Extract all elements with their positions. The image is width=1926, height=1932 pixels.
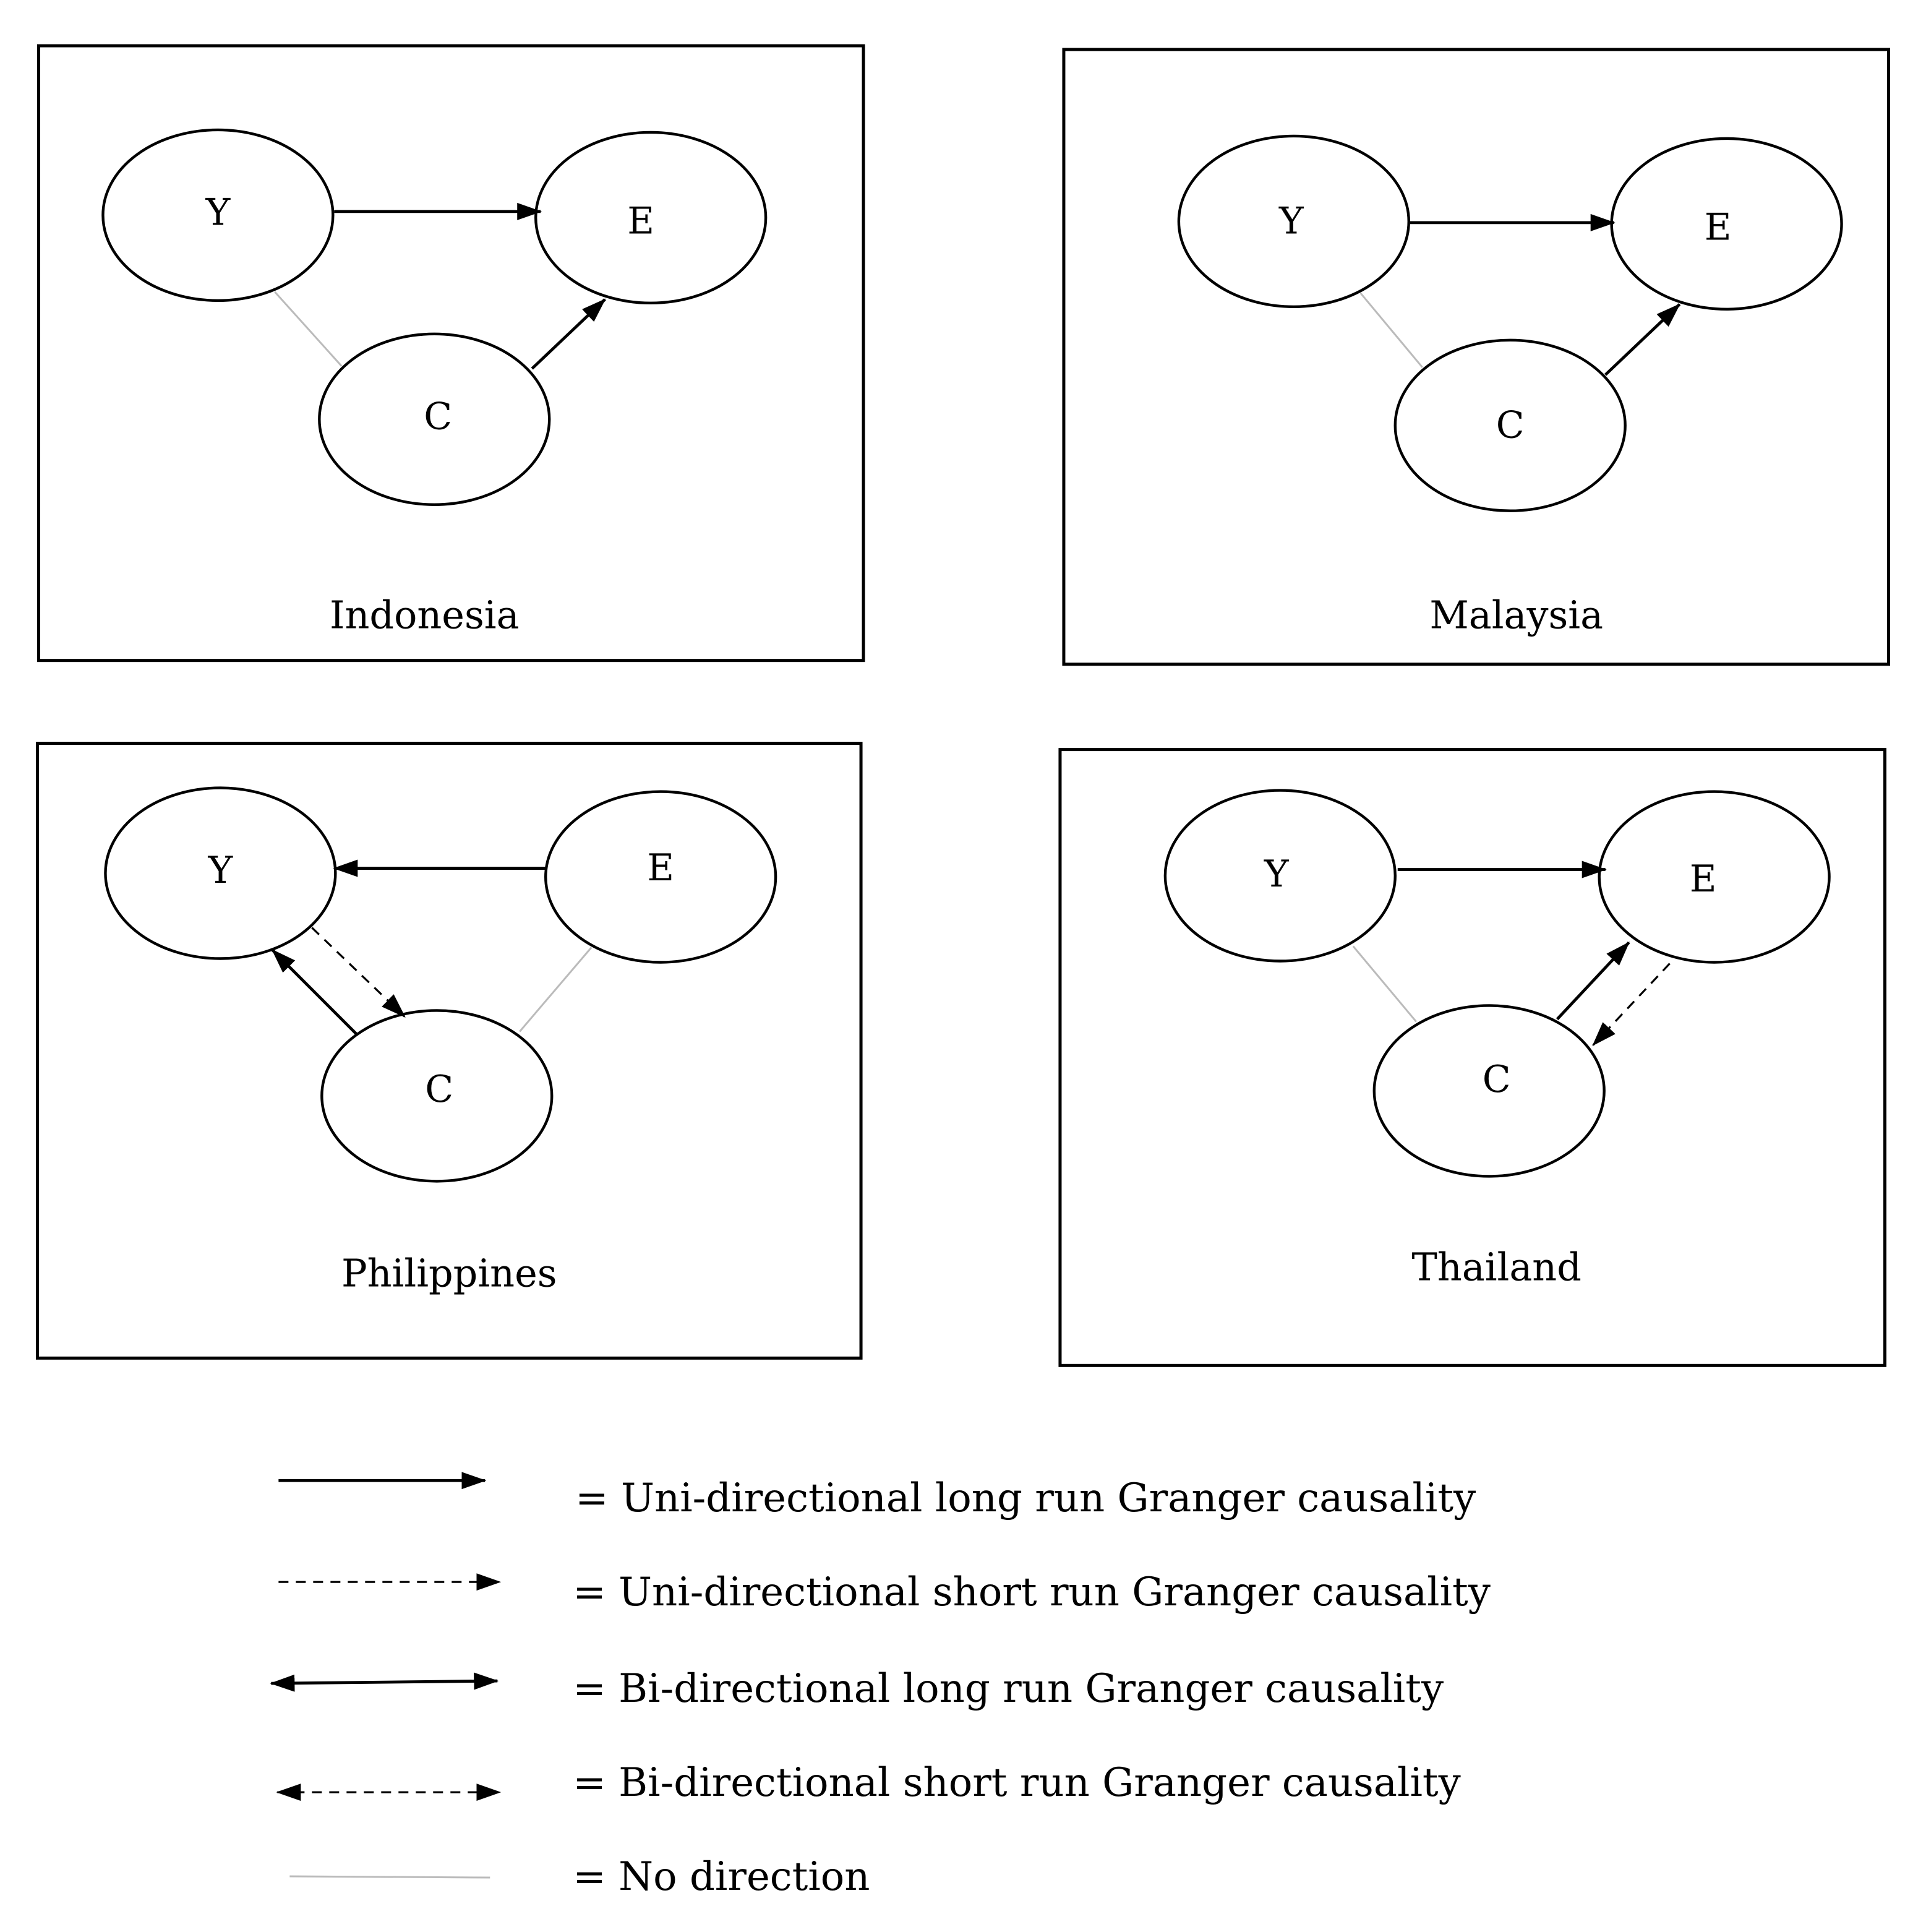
panel-malaysia: Y E C Malaysia xyxy=(1062,48,1891,666)
legend-label-no-direction: = No direction xyxy=(573,1854,870,1900)
legend: = Uni-directional long run Granger causa… xyxy=(270,1472,1491,1900)
node-y-label: Y xyxy=(208,849,234,892)
panel-thailand: Y E C Thailand xyxy=(1058,748,1887,1367)
edge-y-c-no-direction xyxy=(1352,945,1417,1023)
node-c-label: C xyxy=(1496,403,1525,447)
legend-label-uni-long: = Uni-directional long run Granger causa… xyxy=(575,1475,1476,1521)
node-e-label: E xyxy=(627,199,654,243)
node-c xyxy=(320,1009,554,1183)
edge-e-to-c-short-run xyxy=(1592,963,1671,1046)
legend-symbol-no-direction xyxy=(289,1875,490,1879)
node-y-label: Y xyxy=(205,191,231,234)
panel-frame xyxy=(36,44,865,663)
legend-label-bi-long: = Bi-directional long run Granger causal… xyxy=(573,1666,1444,1712)
node-y xyxy=(1177,134,1410,309)
edge-c-to-y-long-run xyxy=(271,948,358,1036)
legend-label-uni-short: = Uni-directional short run Granger caus… xyxy=(573,1569,1491,1615)
node-e-label: E xyxy=(1705,205,1732,249)
node-c xyxy=(1393,338,1627,512)
country-label: Philippines xyxy=(341,1250,557,1295)
node-y-label: Y xyxy=(1278,199,1304,243)
country-label: Indonesia xyxy=(330,593,520,638)
edge-c-to-e-long-run xyxy=(1604,303,1681,376)
panel-frame xyxy=(1058,748,1887,1367)
edge-y-c-no-direction xyxy=(1359,292,1423,368)
node-e-label: E xyxy=(647,846,674,890)
edge-c-to-e-long-run xyxy=(1556,941,1630,1021)
node-c xyxy=(1372,1004,1606,1178)
country-label: Thailand xyxy=(1412,1244,1581,1289)
node-c-label: C xyxy=(424,395,452,438)
node-y xyxy=(1163,789,1397,963)
edge-y-c-no-direction xyxy=(274,291,343,367)
node-c-label: C xyxy=(425,1068,453,1111)
node-c-label: C xyxy=(1483,1058,1511,1101)
node-y xyxy=(101,128,335,303)
edge-c-to-e-long-run xyxy=(531,298,606,370)
panel-philippines: Y E C Philippines xyxy=(35,742,863,1360)
edge-y-to-c-short-run xyxy=(311,927,406,1018)
legend-label-bi-short: = Bi-directional short run Granger causa… xyxy=(573,1760,1461,1806)
legend-symbol-bi-long xyxy=(270,1672,499,1692)
node-e xyxy=(544,790,777,964)
node-y-label: Y xyxy=(1264,852,1290,896)
node-e-label: E xyxy=(1690,857,1717,901)
panel-frame xyxy=(35,742,863,1360)
country-label: Malaysia xyxy=(1429,593,1603,638)
node-c xyxy=(318,332,551,506)
panel-frame xyxy=(1062,48,1891,666)
panel-indonesia: Y E C Indonesia xyxy=(36,44,865,663)
edge-e-c-no-direction xyxy=(519,947,593,1033)
